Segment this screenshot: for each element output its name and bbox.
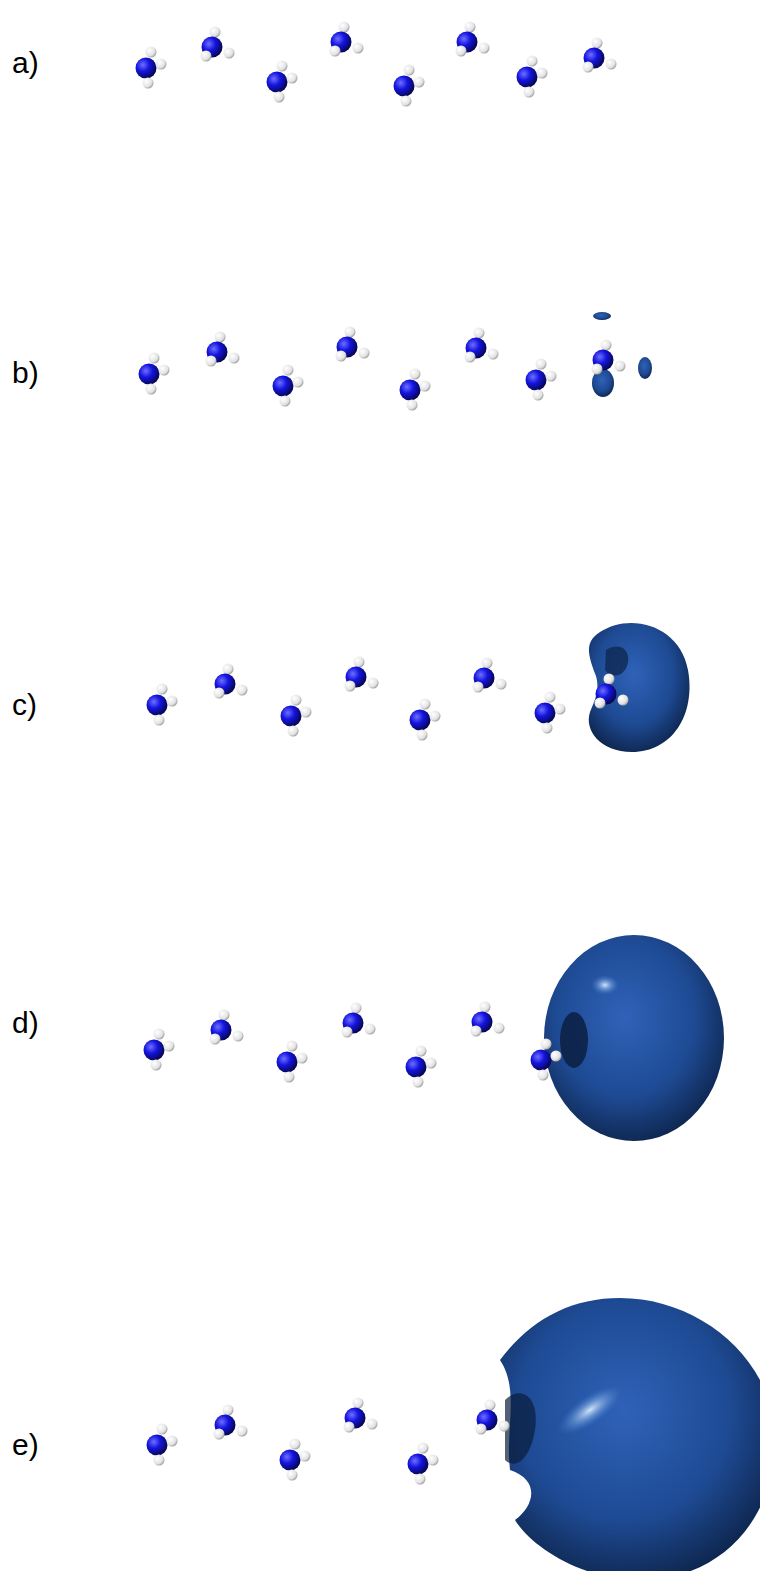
ammonia-molecule: [456, 22, 490, 57]
ammonia-molecule: [465, 328, 499, 363]
ammonia-molecule: [406, 1046, 437, 1088]
ammonia-molecule: [147, 684, 178, 726]
ammonia-molecule: [136, 47, 167, 89]
isosurface-hole: [605, 646, 628, 675]
molecule-row: [139, 312, 653, 411]
ammonia-molecule: [410, 699, 441, 741]
ammonia-molecule: [214, 664, 248, 699]
ammonia-molecule: [201, 27, 235, 62]
ammonia-molecule: [583, 38, 617, 73]
panel-label: c): [12, 690, 37, 720]
molecule-row: [147, 1298, 760, 1571]
electron-density-isosurface: [544, 935, 724, 1141]
ammonia-molecule: [394, 65, 425, 107]
ammonia-molecule: [595, 674, 629, 709]
molecule-row: [144, 935, 725, 1141]
ammonia-molecule: [342, 1003, 376, 1038]
ammonia-molecule: [526, 359, 557, 401]
ammonia-molecule: [473, 658, 507, 693]
ammonia-molecule: [476, 1400, 510, 1435]
ammonia-molecule: [147, 1424, 178, 1466]
panel-label: a): [12, 48, 39, 78]
density-lobe: [638, 357, 652, 379]
ammonia-molecule: [345, 657, 379, 692]
ammonia-molecule: [214, 1405, 248, 1440]
ammonia-molecule: [531, 1039, 562, 1081]
ammonia-molecule: [280, 1439, 311, 1481]
ammonia-molecule: [344, 1398, 378, 1433]
electron-density-isosurface: [500, 1298, 760, 1571]
isosurface-dimple: [560, 1012, 588, 1068]
ammonia-molecule: [206, 332, 240, 367]
ammonia-molecule: [277, 1041, 308, 1083]
density-lobe: [593, 312, 611, 320]
ammonia-molecule: [517, 56, 548, 98]
ammonia-molecule: [330, 22, 364, 57]
panel-label: b): [12, 358, 39, 388]
isosurface-highlight: [591, 975, 619, 995]
ammonia-molecule: [592, 340, 626, 375]
ammonia-molecule: [281, 695, 312, 737]
ammonia-molecule: [336, 327, 370, 362]
panel-label: d): [12, 1008, 39, 1038]
panel-label: e): [12, 1430, 39, 1460]
isosurface-dimple: [505, 1393, 536, 1464]
ammonia-molecule: [535, 692, 566, 734]
ammonia-molecule: [400, 369, 431, 411]
ammonia-molecule: [273, 365, 304, 407]
ammonia-molecule: [210, 1010, 244, 1045]
ammonia-molecule: [139, 353, 170, 395]
ammonia-molecule: [471, 1002, 505, 1037]
molecule-row: [147, 623, 690, 752]
isosurface-highlight: [551, 1377, 629, 1444]
ammonia-molecule: [408, 1443, 439, 1485]
electron-density-isosurface: [589, 623, 690, 752]
ammonia-molecule: [144, 1029, 175, 1071]
molecule-row: [136, 22, 617, 107]
ammonia-molecule: [267, 61, 298, 103]
